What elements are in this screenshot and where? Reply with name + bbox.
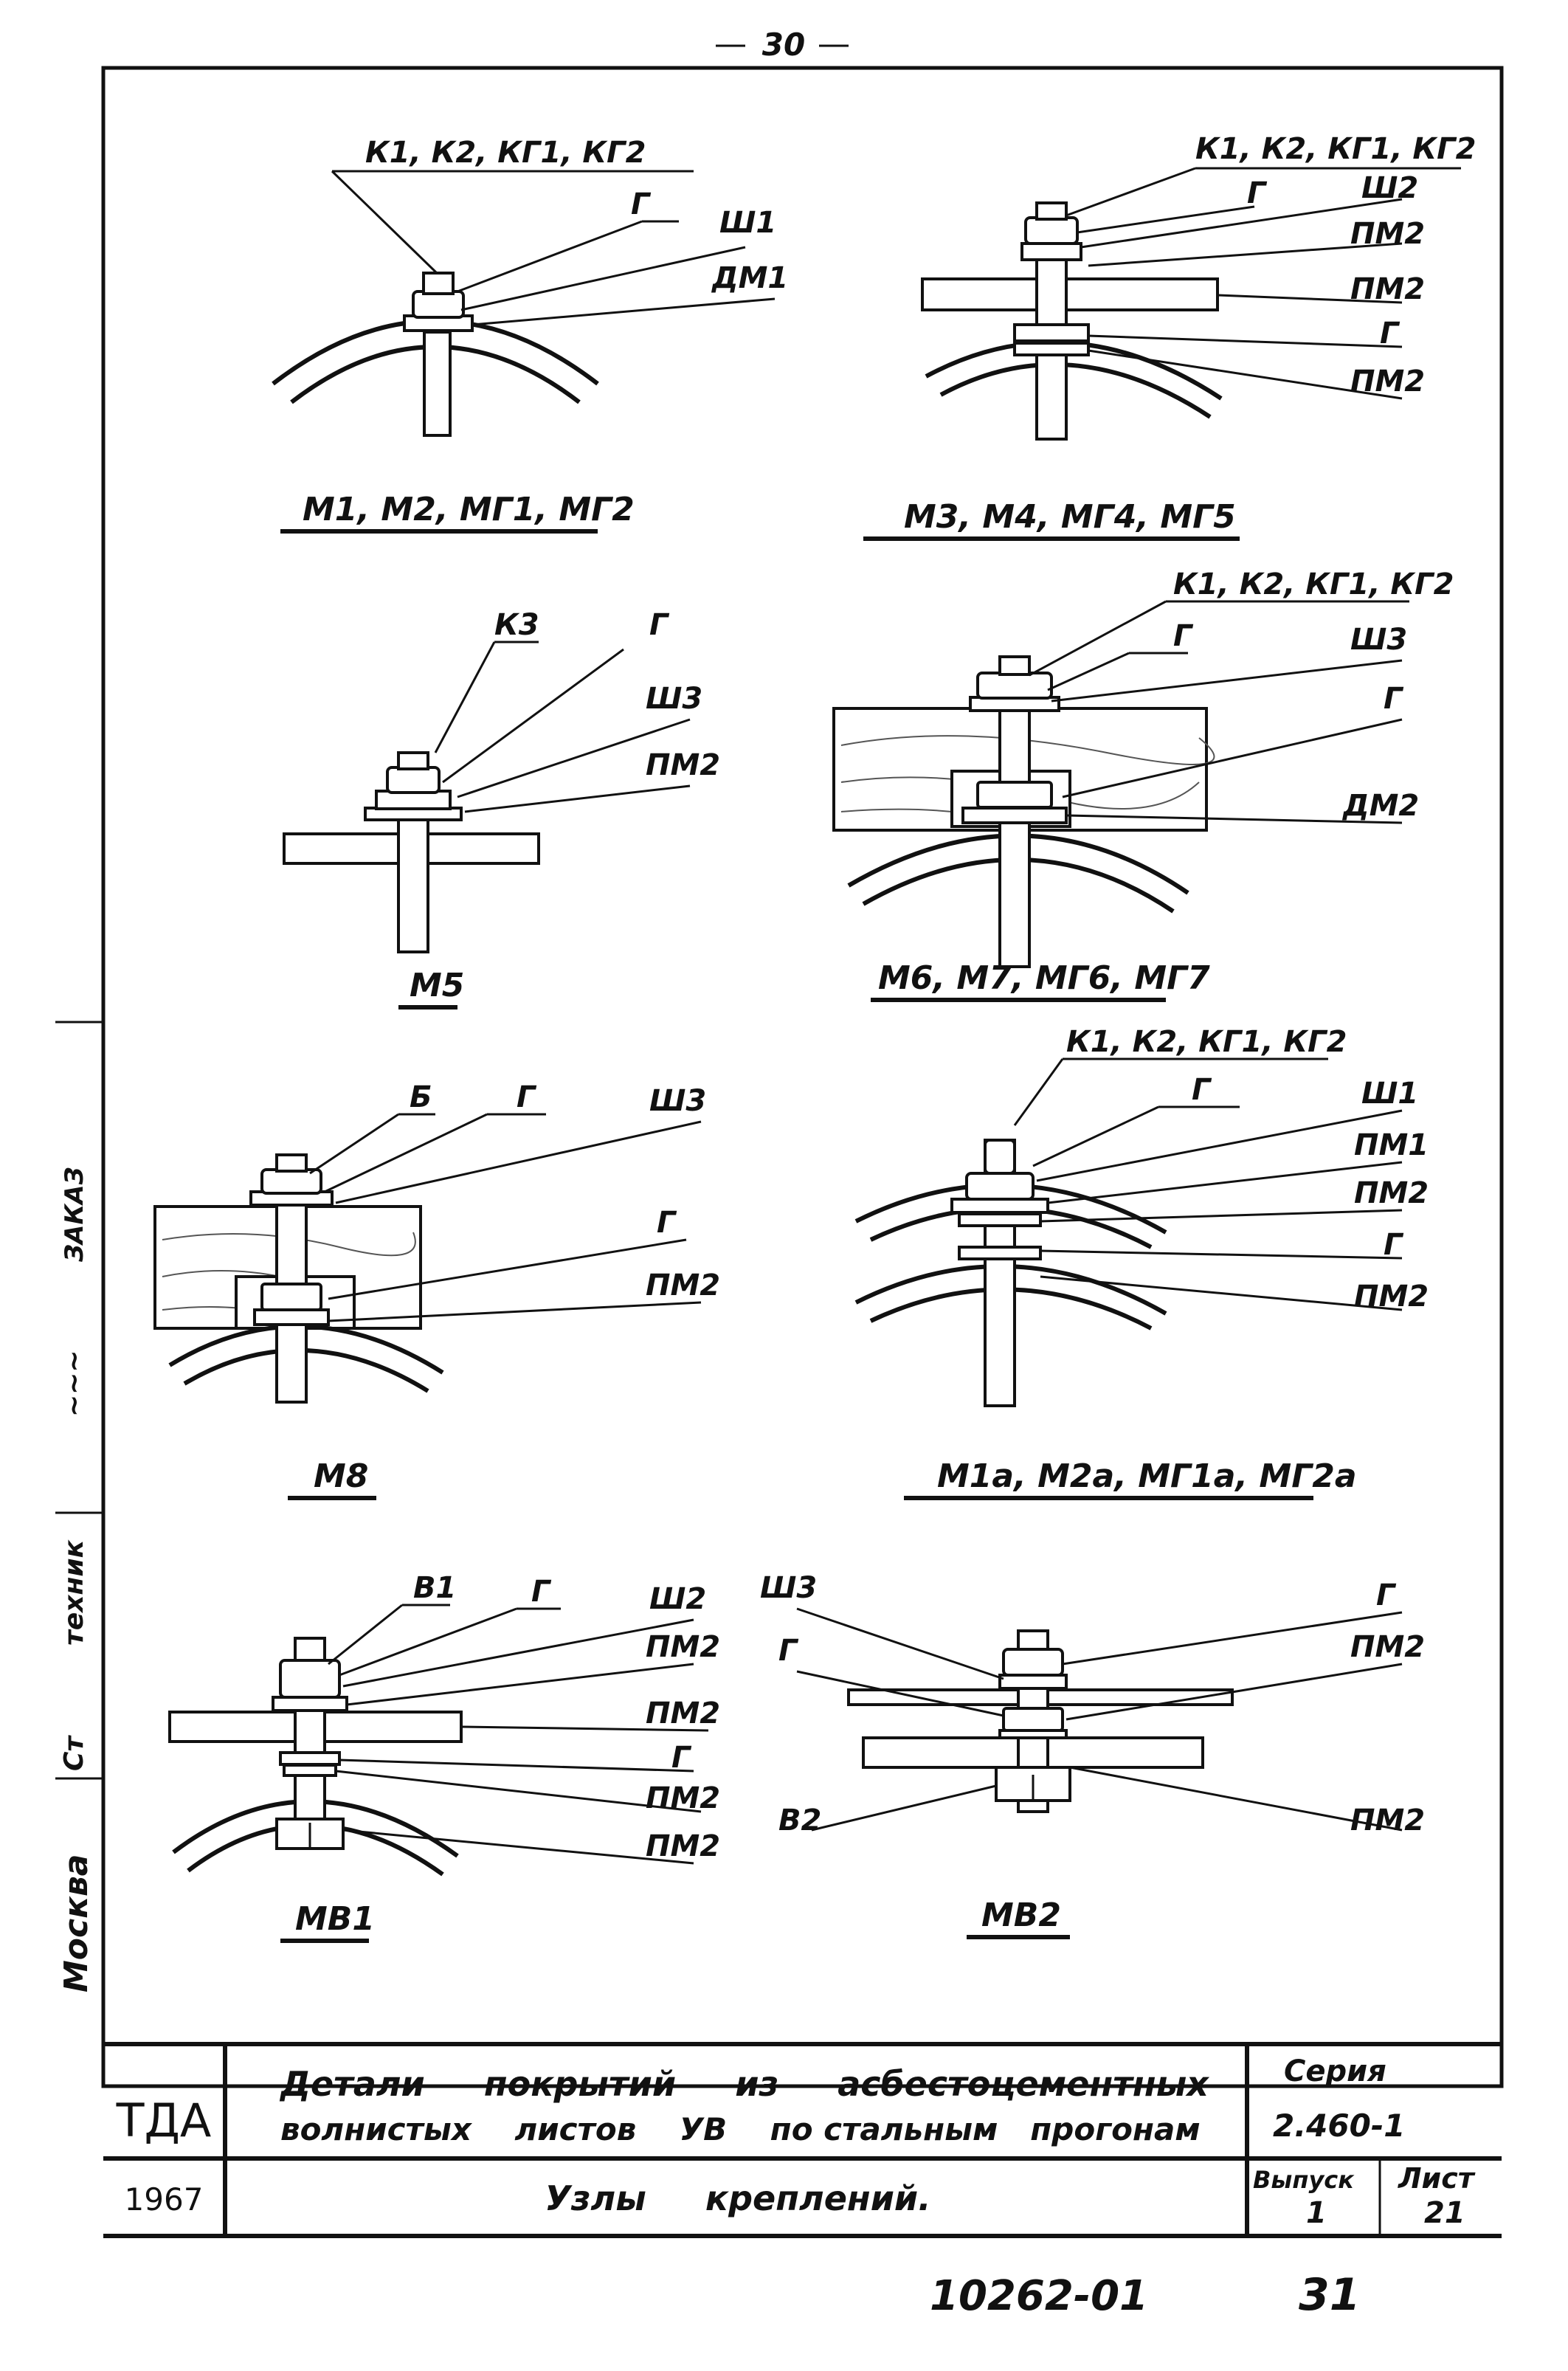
node-m8-label-5: ПМ2 <box>646 1269 720 1302</box>
node-m8: Б Г Ш3 Г ПМ2 М8 <box>153 1080 720 1500</box>
node-m1a-label-3: Ш1 <box>1361 1077 1418 1111</box>
side-city: Москва <box>58 1854 95 1993</box>
node-mb1-label-8: ПМ2 <box>646 1829 720 1863</box>
node-m5: К3 Г Ш3 ПМ2 М5 <box>283 608 720 1010</box>
node-mb2: Ш3 Г Г ПМ2 В2 ПМ2 МВ2 <box>760 1571 1425 1939</box>
node-m1a-caption: М1а, М2а, МГ1а, МГ2а <box>937 1457 1357 1495</box>
node-mb1-label-5: ПМ2 <box>646 1697 720 1730</box>
node-mb1-label-7: ПМ2 <box>646 1781 720 1815</box>
node-m8-label-4: Г <box>657 1206 677 1240</box>
node-m1a-label-4: ПМ1 <box>1354 1128 1429 1162</box>
title-line-2: волнистых листов УВ по стальным прогонам <box>280 2111 1201 2147</box>
node-mb1-label-4: ПМ2 <box>646 1630 720 1664</box>
node-m8-label-1: Б <box>410 1080 432 1114</box>
node-mb1-label-2: Г <box>531 1575 552 1609</box>
node-m3-label-5: ПМ2 <box>1350 272 1425 306</box>
node-m8-label-2: Г <box>517 1080 537 1114</box>
sheet-label: Лист <box>1398 2162 1476 2195</box>
title-year: 1967 <box>125 2181 204 2218</box>
node-m6-caption: М6, М7, МГ6, МГ7 <box>878 959 1210 997</box>
node-m1-caption: М1, М2, МГ1, МГ2 <box>303 491 635 528</box>
side-order: ЗАКАЗ <box>60 1167 89 1263</box>
node-m5-caption: М5 <box>410 967 464 1004</box>
node-mb2-label-4: ПМ2 <box>1350 1630 1425 1664</box>
node-m1-label-1: К1, К2, КГ1, КГ2 <box>365 136 646 170</box>
node-mb1-label-3: Ш2 <box>649 1582 706 1616</box>
node-m6-label-1: К1, К2, КГ1, КГ2 <box>1173 567 1454 601</box>
node-m3-label-6: Г <box>1380 317 1401 351</box>
node-mb2-label-3: Г <box>1376 1578 1397 1612</box>
node-m1a-label-2: Г <box>1192 1073 1212 1107</box>
node-m1-label-3: Ш1 <box>719 206 776 240</box>
node-m6-label-5: ДМ2 <box>1341 789 1419 823</box>
node-m5-label-4: ПМ2 <box>646 748 720 782</box>
node-m6-label-4: Г <box>1384 682 1404 716</box>
node-m3-label-7: ПМ2 <box>1350 365 1425 398</box>
page-number: 30 <box>762 27 805 63</box>
node-m1a-label-7: ПМ2 <box>1354 1280 1429 1314</box>
node-m6-label-3: Ш3 <box>1350 623 1407 657</box>
node-m8-caption: М8 <box>314 1457 368 1495</box>
node-mb1-label-6: Г <box>671 1741 692 1775</box>
title-line-1: Детали покрытий из асбестоцементных <box>279 2064 1209 2104</box>
node-mb2-label-6: ПМ2 <box>1350 1804 1425 1837</box>
node-m1: К1, К2, КГ1, КГ2 Г Ш1 ДМ1 М1, М2, МГ1, М… <box>272 136 788 534</box>
node-m3-caption: М3, М4, МГ4, МГ5 <box>904 498 1236 536</box>
issue-label: Выпуск <box>1253 2166 1355 2194</box>
node-m1-label-4: ДМ1 <box>711 261 788 295</box>
node-m3: К1, К2, КГ1, КГ2 Г Ш2 ПМ2 ПМ2 Г ПМ2 М3, … <box>863 132 1476 541</box>
node-m1a-label-6: Г <box>1384 1228 1404 1262</box>
node-m3-label-3: Ш2 <box>1361 171 1418 205</box>
sheet-frame <box>101 66 1504 2088</box>
node-m1a-label-1: К1, К2, КГ1, КГ2 <box>1066 1025 1347 1059</box>
footer-page: 31 <box>1299 2269 1361 2321</box>
title-subtitle: Узлы креплений. <box>545 2178 930 2218</box>
series-value: 2.460-1 <box>1273 2108 1406 2144</box>
side-signature: ~~~ <box>59 1350 89 1418</box>
title-org: ТДА <box>116 2094 212 2147</box>
node-m3-label-2: Г <box>1247 176 1268 210</box>
node-mb2-label-2: Г <box>778 1634 799 1668</box>
node-m1-label-2: Г <box>631 187 652 221</box>
node-m5-label-1: К3 <box>494 608 539 642</box>
node-m6: К1, К2, КГ1, КГ2 Г Ш3 Г ДМ2 М6, М7, МГ6,… <box>832 567 1454 1002</box>
node-mb2-label-1: Ш3 <box>760 1571 817 1605</box>
node-m8-label-3: Ш3 <box>649 1084 706 1118</box>
node-mb1-label-1: В1 <box>413 1571 456 1605</box>
node-m5-label-2: Г <box>649 608 670 642</box>
side-role-senior: Ст <box>59 1735 89 1771</box>
node-mb1: В1 Г Ш2 ПМ2 ПМ2 Г ПМ2 ПМ2 МВ1 <box>168 1571 720 1943</box>
node-m1a-label-5: ПМ2 <box>1354 1176 1429 1210</box>
node-m3-label-4: ПМ2 <box>1350 217 1425 251</box>
series-label: Серия <box>1284 2054 1386 2088</box>
node-mb1-caption: МВ1 <box>295 1900 375 1938</box>
node-m1a: К1, К2, КГ1, КГ2 Г Ш1 ПМ1 ПМ2 Г ПМ2 М1а,… <box>854 1025 1429 1500</box>
node-mb2-caption: МВ2 <box>981 1897 1061 1934</box>
side-role-technician: техник <box>59 1539 89 1646</box>
node-m3-label-1: К1, К2, КГ1, КГ2 <box>1195 132 1476 166</box>
node-m5-label-3: Ш3 <box>646 682 702 716</box>
title-block: ТДА 1967 Детали покрытий из асбестоцемен… <box>103 2042 1502 2238</box>
footer-code: 10262-01 <box>930 2272 1148 2320</box>
sheet-value: 21 <box>1424 2196 1465 2230</box>
node-m6-label-2: Г <box>1173 619 1194 653</box>
node-mb2-label-5: В2 <box>778 1804 821 1837</box>
issue-value: 1 <box>1306 2196 1327 2230</box>
